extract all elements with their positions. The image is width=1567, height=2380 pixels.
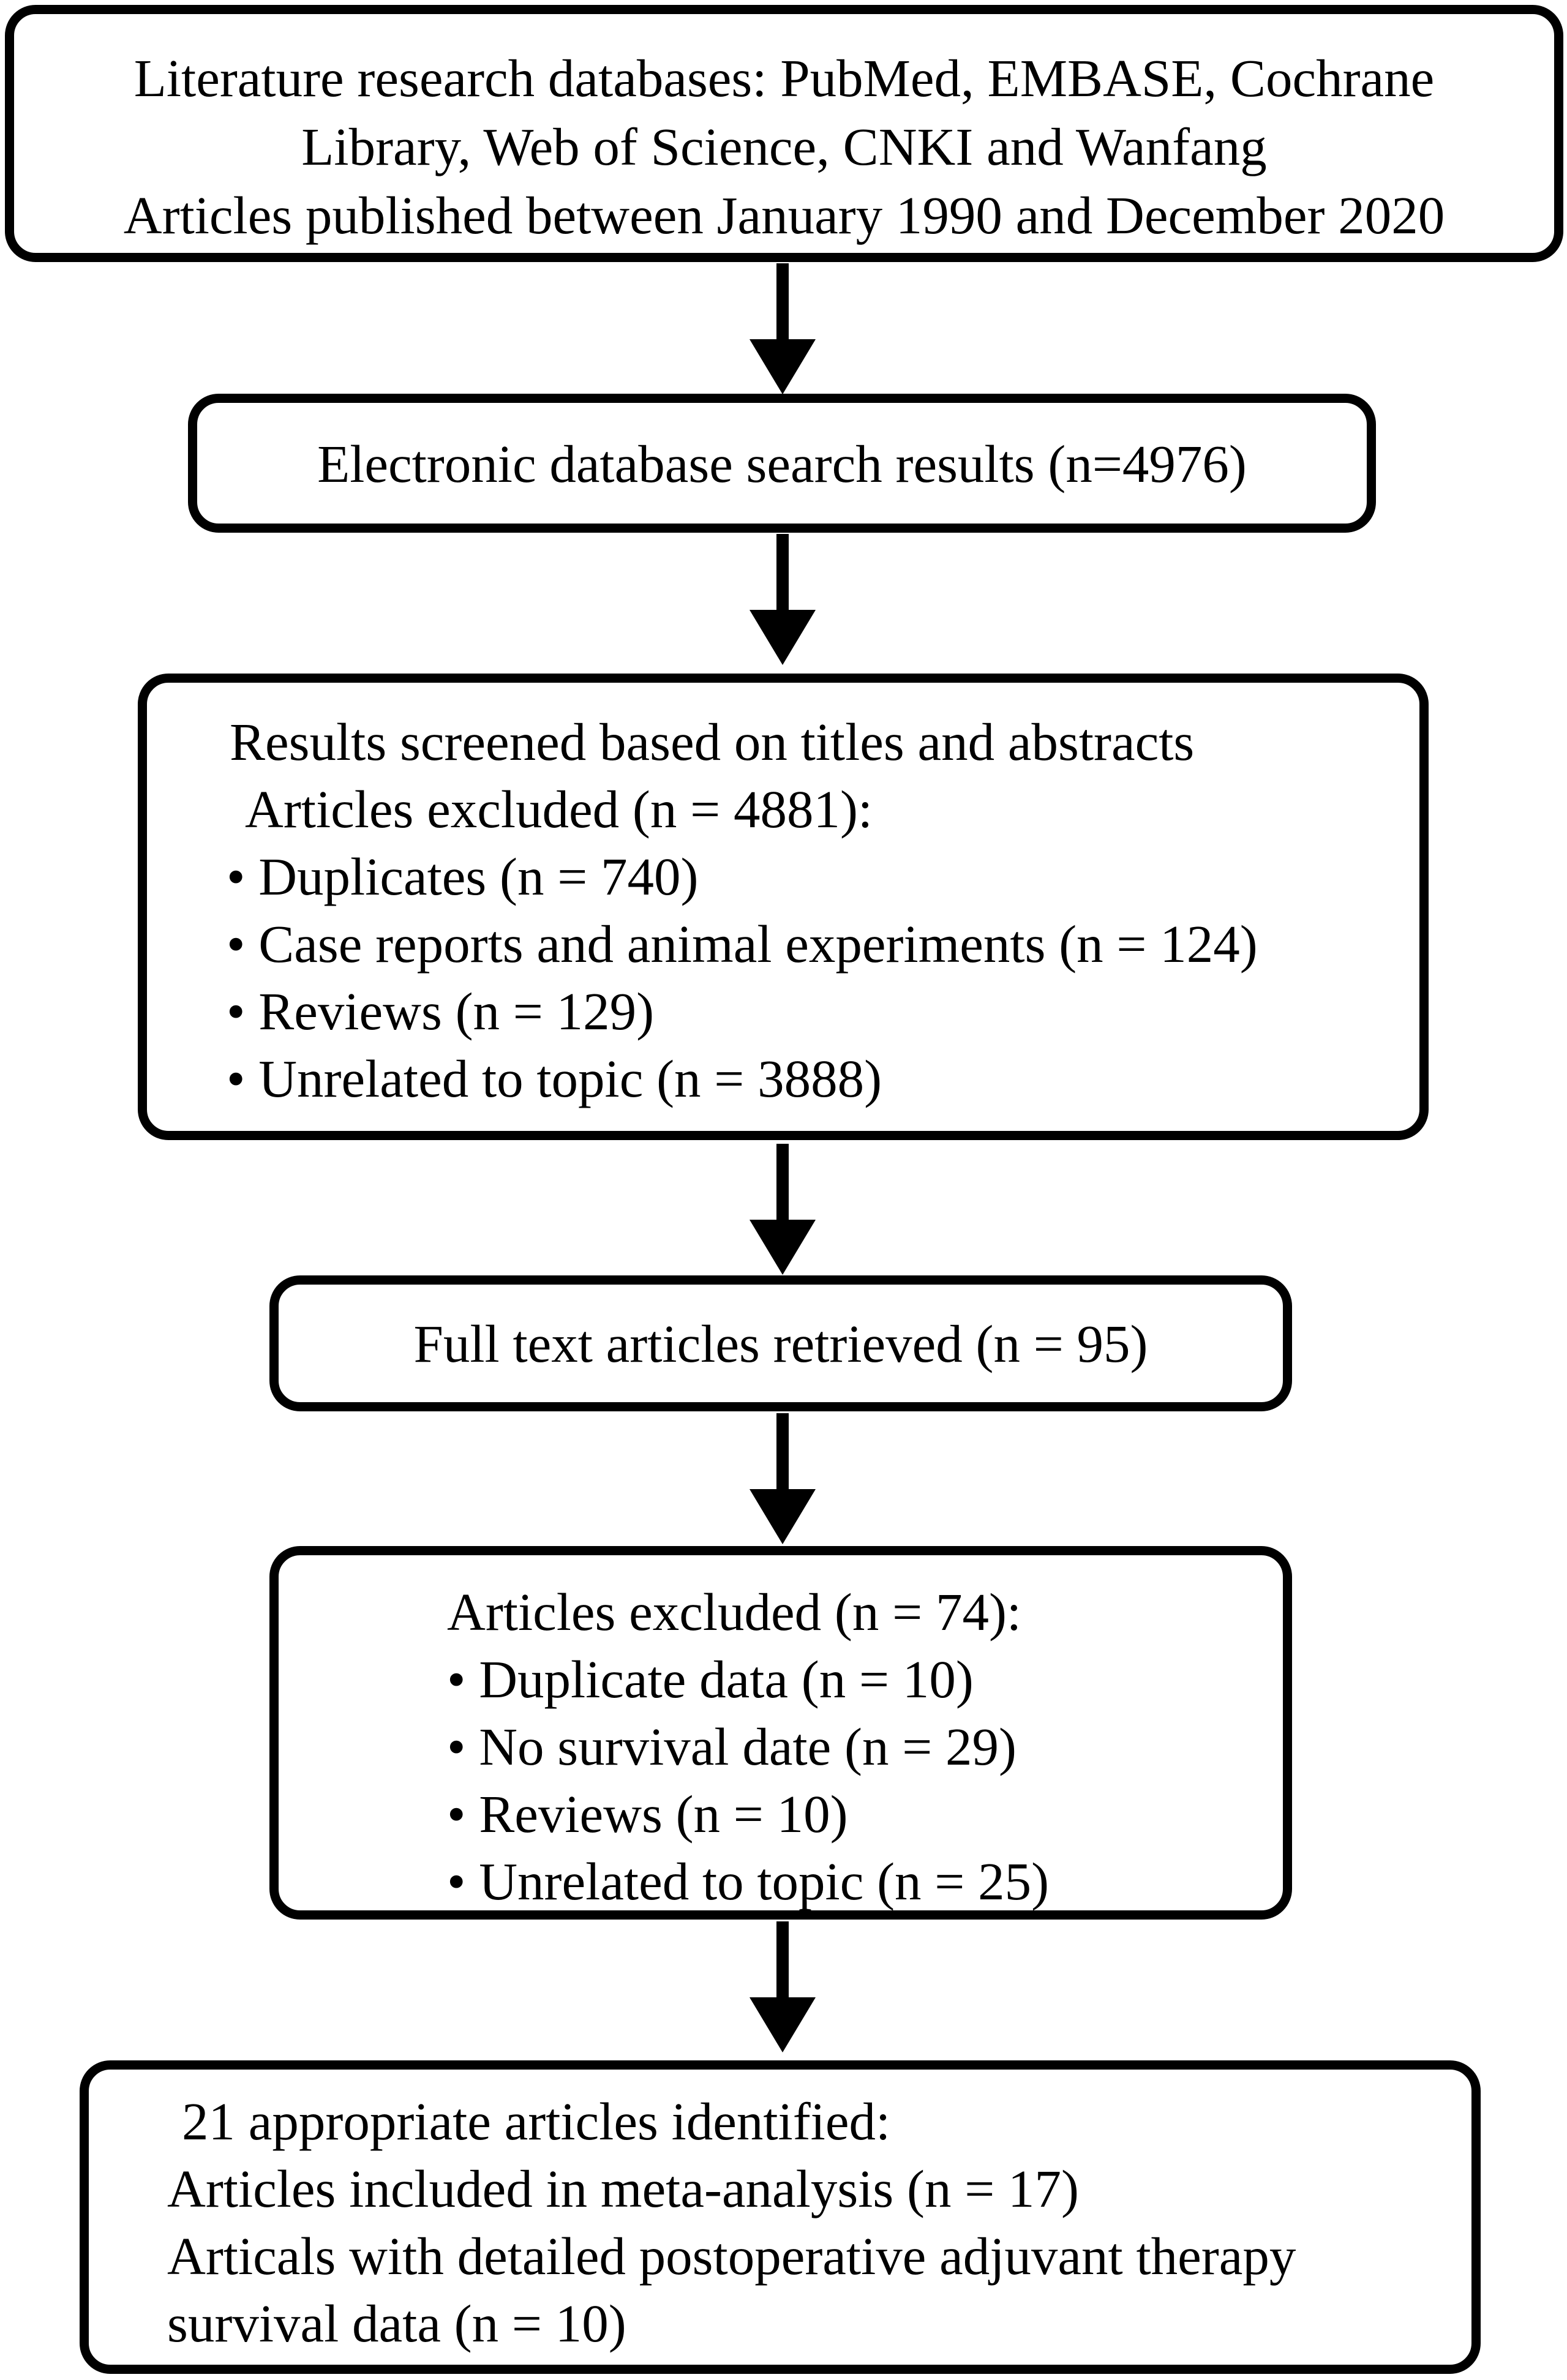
- screening-box: Results screened based on titles and abs…: [138, 674, 1429, 1140]
- flow-arrow-1: [746, 263, 819, 404]
- screening-item: • Reviews (n = 129): [227, 982, 655, 1041]
- included-title: 21 appropriate articles identified:: [182, 2092, 891, 2151]
- fulltext-exclusion-item: • No survival date (n = 29): [447, 1717, 1016, 1776]
- search-results-box: Electronic database search results (n=49…: [188, 394, 1376, 533]
- fulltext-exclusion-item: • Unrelated to topic (n = 25): [447, 1852, 1050, 1911]
- screening-title: Results screened based on titles and abs…: [230, 712, 1195, 771]
- included-line: survival data (n = 10): [167, 2294, 626, 2353]
- screening-item: • Case reports and animal experiments (n…: [227, 914, 1258, 974]
- full-text-box: Full text articles retrieved (n = 95): [269, 1275, 1292, 1411]
- full-text-text: Full text articles retrieved (n = 95): [413, 1314, 1148, 1373]
- fulltext-exclusion-title: Articles excluded (n = 74):: [447, 1582, 1022, 1642]
- sources-line-1: Literature research databases: PubMed, E…: [133, 48, 1435, 108]
- sources-line-3: Articles published between January 1990 …: [123, 186, 1445, 245]
- search-results-text: Electronic database search results (n=49…: [317, 434, 1247, 494]
- sources-box: Literature research databases: PubMed, E…: [5, 5, 1563, 262]
- sources-line-2: Library, Web of Science, CNKI and Wanfan…: [301, 117, 1267, 176]
- flow-arrow-4: [746, 1413, 819, 1554]
- flow-arrow-2: [746, 534, 819, 675]
- flow-arrow-3: [746, 1144, 819, 1285]
- screening-item: • Duplicates (n = 740): [227, 847, 699, 906]
- screening-subtitle: Articles excluded (n = 4881):: [245, 779, 873, 839]
- included-box: 21 appropriate articles identified: Arti…: [80, 2060, 1481, 2374]
- included-line: Articals with detailed postoperative adj…: [167, 2226, 1296, 2286]
- included-line: Articles included in meta-analysis (n = …: [167, 2159, 1079, 2218]
- fulltext-exclusion-item: • Duplicate data (n = 10): [447, 1650, 974, 1709]
- fulltext-exclusion-item: • Reviews (n = 10): [447, 1784, 848, 1844]
- screening-item: • Unrelated to topic (n = 3888): [227, 1049, 882, 1108]
- fulltext-exclusion-box: Articles excluded (n = 74): • Duplicate …: [269, 1546, 1292, 1920]
- flow-arrow-5: [746, 1921, 819, 2062]
